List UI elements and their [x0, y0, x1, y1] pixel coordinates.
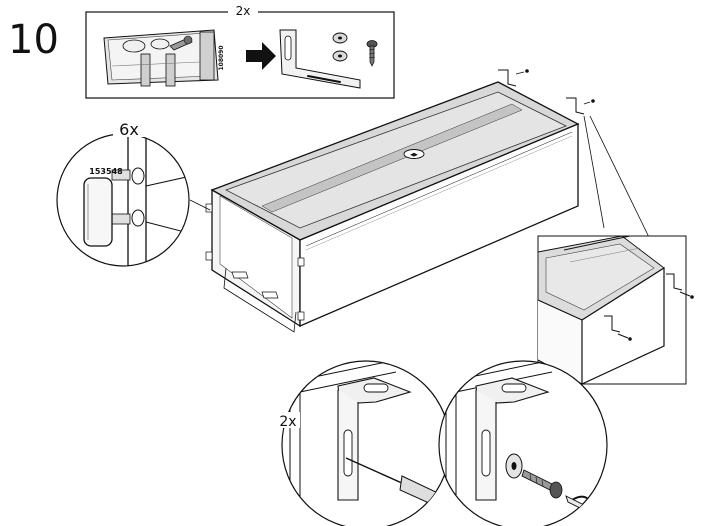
- top-bracket-right: [566, 97, 595, 115]
- side-pin-2: [205, 251, 213, 261]
- bracket-qty-backdrop: [276, 412, 300, 428]
- bracket-part: [279, 29, 361, 89]
- hardware-kit-panel: 2x 108090: [85, 4, 395, 99]
- pins-detail-circle: [56, 133, 190, 267]
- cabinet-panel-seam: [261, 103, 523, 213]
- cabinet-front: [299, 123, 579, 327]
- pins-part-number: 153548: [89, 167, 123, 176]
- screw-icon: [366, 40, 378, 67]
- pins-qty-backdrop: [113, 121, 145, 137]
- center-label-icon: [403, 149, 425, 159]
- washer-icon: [332, 32, 348, 62]
- center-label-glyph: ◀▶: [410, 152, 418, 158]
- pins-detail: 6x 153548: [56, 120, 211, 267]
- parts-bag: 108090: [103, 29, 225, 87]
- pins-quantity: 6x: [119, 120, 139, 139]
- bag-code: 108090: [218, 45, 225, 70]
- cabinet-body: ◀▶: [205, 69, 663, 333]
- bag-tape-left: [140, 53, 151, 87]
- step-number: 10: [8, 17, 59, 63]
- kit-quantity: 2x: [236, 4, 251, 18]
- bag-tape-right: [165, 53, 176, 87]
- corner-bracket-lower: [604, 315, 632, 341]
- bracket-detail-screw: [438, 360, 608, 526]
- kit-qty-backdrop: [228, 4, 258, 18]
- arrow-icon: [246, 42, 276, 70]
- bag-washer-1: [122, 39, 146, 53]
- bracket-quantity: 2x: [279, 414, 296, 430]
- top-bracket-left: [498, 69, 529, 87]
- front-pin-1: [297, 257, 305, 267]
- bag-washer-2: [150, 38, 170, 50]
- front-pin-2: [297, 311, 305, 321]
- bracket-detail-screwdriver: 2x: [276, 360, 451, 526]
- pin-block: [83, 177, 113, 247]
- drawer-runner: [223, 267, 297, 333]
- side-pin-1: [205, 203, 213, 213]
- corner-bracket-upper: [666, 273, 694, 299]
- corner-zoom: [537, 235, 694, 385]
